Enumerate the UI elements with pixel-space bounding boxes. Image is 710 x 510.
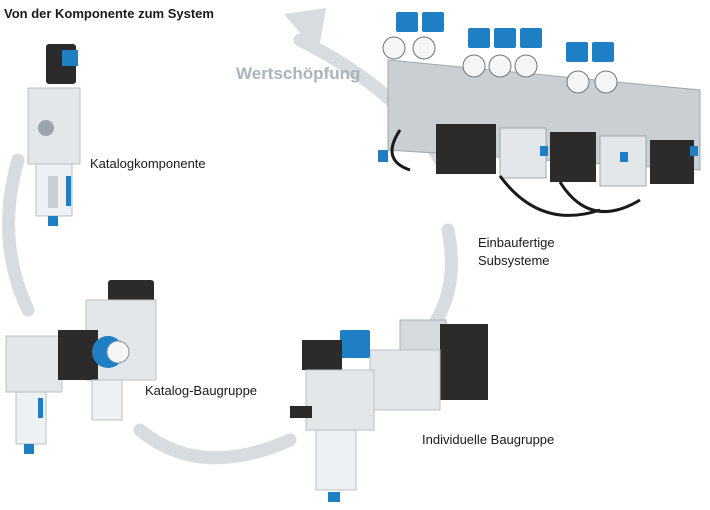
gauge-row — [382, 36, 618, 94]
custom-assembly-label: Individuelle Baugruppe — [422, 432, 555, 447]
cycle-arrowhead — [284, 8, 326, 54]
tubing — [390, 129, 641, 217]
regulator-row — [396, 12, 614, 62]
catalog-component-label: Katalogkomponente — [90, 156, 206, 171]
cycle-segment-right — [423, 223, 458, 337]
subsystem-image — [378, 12, 701, 217]
subsystem-label-line2: Subsysteme — [478, 253, 550, 268]
cycle-segment-bottom — [133, 423, 297, 465]
catalog-assembly-image — [5, 280, 157, 454]
custom-assembly-image — [290, 319, 488, 502]
cycle-segment-left — [2, 153, 35, 317]
blue-fittings — [378, 146, 698, 162]
diagram-title: Von der Komponente zum System — [4, 6, 214, 21]
subsystem-label-line1: Einbaufertige — [478, 235, 555, 250]
catalog-component-image — [27, 44, 81, 226]
value-chain-label: Wertschöpfung — [236, 64, 361, 83]
subsystem-label: Einbaufertige Subsysteme — [478, 234, 555, 270]
catalog-assembly-label: Katalog-Baugruppe — [145, 383, 258, 398]
